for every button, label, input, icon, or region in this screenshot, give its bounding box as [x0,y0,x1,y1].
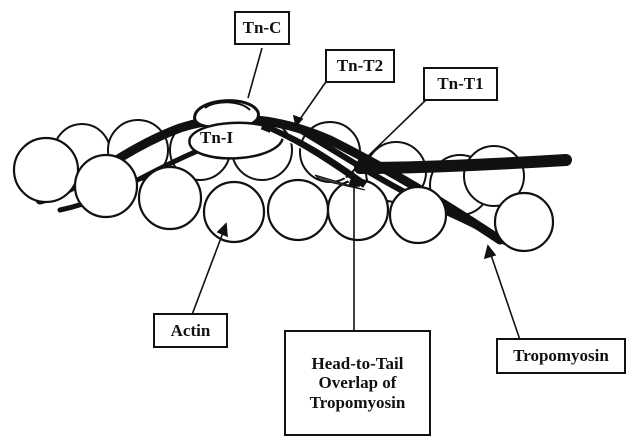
tn-c-label: Tn-C [234,11,290,45]
tropomyosin-label: Tropomyosin [496,338,626,374]
tn-i-label: Tn-I [200,128,233,148]
overlap-label-line-2: Overlap of [319,373,397,393]
tn-t1-label: Tn-T1 [423,67,498,101]
actin-label: Actin [153,313,228,348]
overlap-label-line-3: Tropomyosin [310,393,406,413]
tn-t2-label: Tn-T2 [325,49,395,83]
overlap-label-line-1: Head-to-Tail [312,354,404,374]
overlap-label: Head-to-Tail Overlap of Tropomyosin [284,330,431,436]
